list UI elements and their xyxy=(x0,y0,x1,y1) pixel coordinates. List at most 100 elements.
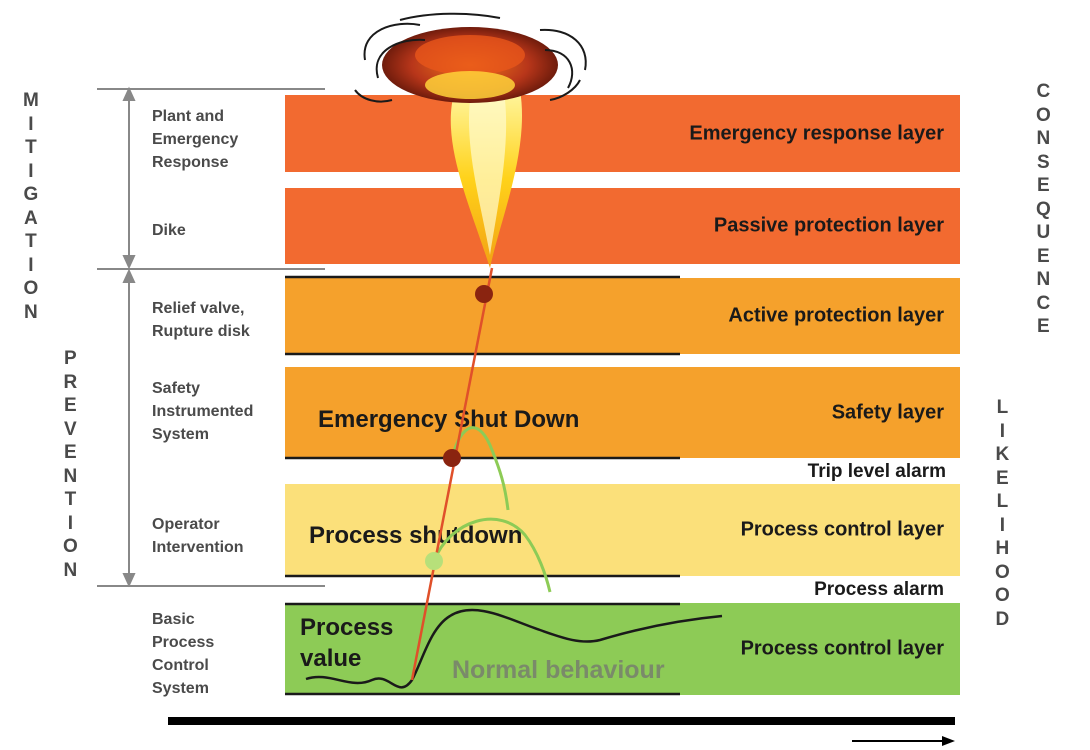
vertical-letter: I xyxy=(28,160,34,182)
vertical-letter: E xyxy=(1037,316,1050,337)
vertical-letter: E xyxy=(1037,175,1050,196)
label-sis: Safety Instrumented System xyxy=(152,377,287,446)
label-operator-intervention: Operator Intervention xyxy=(152,513,287,559)
vertical-letter: M xyxy=(23,90,39,111)
vertical-letter: I xyxy=(999,514,1006,536)
band-active-protection: Active protection layer xyxy=(285,278,960,354)
band-label: Active protection layer xyxy=(728,304,944,327)
esd-recovery-curve xyxy=(450,426,510,511)
vertical-letter: U xyxy=(1036,222,1051,243)
fireball-core xyxy=(415,35,525,75)
vertical-letter: T xyxy=(64,489,77,510)
vertical-letter: H xyxy=(995,538,1010,559)
vertical-letter: I xyxy=(28,254,34,276)
label-line: Process xyxy=(152,634,215,651)
vertical-letter: R xyxy=(63,371,78,393)
vertical-letter: L xyxy=(996,397,1009,418)
label-line: Plant and xyxy=(152,108,225,125)
process-shutdown-point xyxy=(425,552,443,570)
arrow-head xyxy=(122,268,136,283)
band-label: Safety layer xyxy=(831,401,944,423)
vertical-letter: G xyxy=(23,184,39,205)
flame-core xyxy=(469,100,507,255)
vertical-letter: A xyxy=(24,207,38,229)
vertical-letter: O xyxy=(995,585,1010,606)
vertical-letter: V xyxy=(64,418,77,440)
band-process-control-lower: Process control layer xyxy=(285,603,960,695)
vertical-letter: C xyxy=(1036,292,1051,314)
vertical-letter: D xyxy=(995,608,1010,630)
vertical-letter: N xyxy=(24,301,38,323)
escalation-line xyxy=(410,267,494,681)
arrow-head xyxy=(122,573,136,588)
label-line: Control xyxy=(152,657,209,674)
label-line: Basic xyxy=(152,611,195,628)
emergency-shut-down-text: Emergency Shut Down xyxy=(318,406,580,433)
process-alarm-label: Process alarm xyxy=(814,579,944,600)
label-line: Rupture disk xyxy=(152,323,250,340)
band-label: Passive protection layer xyxy=(713,214,944,237)
band-label: Process control layer xyxy=(740,518,944,541)
label-line: Response xyxy=(152,154,229,171)
explosion-graphic xyxy=(354,12,587,268)
process-shutdown-text: Process shutdown xyxy=(309,522,523,549)
label-line: System xyxy=(152,426,209,443)
process-value-line1: Process xyxy=(300,614,394,641)
vertical-letter: E xyxy=(996,467,1009,489)
label-bpcs: Basic Process Control System xyxy=(152,608,287,700)
band-dividers xyxy=(285,275,680,696)
label-line: Operator xyxy=(152,516,220,533)
band-emergency-response: Emergency response layer xyxy=(285,95,960,172)
vertical-letter: E xyxy=(1037,245,1050,267)
process-value-text: Process value xyxy=(300,612,393,674)
vertical-letter: O xyxy=(23,278,39,299)
vertical-letter: N xyxy=(1036,128,1051,149)
process-value-line2: value xyxy=(300,645,362,672)
label-line: Safety xyxy=(152,380,201,397)
brackets xyxy=(97,86,325,588)
vertical-letter: E xyxy=(64,395,77,416)
smoke-swirls xyxy=(354,12,587,103)
band-process-control-upper: Process control layer xyxy=(285,484,960,576)
arrow-head xyxy=(122,255,136,270)
normal-behaviour-text: Normal behaviour xyxy=(452,656,665,684)
vertical-letter: E xyxy=(64,442,77,463)
vertical-letter: P xyxy=(64,348,77,369)
vertical-letter: L xyxy=(996,491,1009,512)
process-value-curve xyxy=(305,608,723,689)
vertical-letter: T xyxy=(25,137,37,158)
vertical-letter: Q xyxy=(1036,198,1051,220)
trip-level-alarm-label: Trip level alarm xyxy=(807,461,946,482)
vertical-letter: O xyxy=(63,536,78,557)
label-line: Relief valve, xyxy=(152,300,245,317)
band-safety: Safety layer xyxy=(285,367,960,458)
label-line: System xyxy=(152,680,209,697)
vertical-letter: O xyxy=(995,561,1010,583)
esd-point xyxy=(443,449,461,467)
vertical-letter: S xyxy=(1037,151,1050,173)
arrow-head xyxy=(122,86,136,101)
label-line: Emergency xyxy=(152,131,239,148)
vertical-letter: N xyxy=(1036,269,1051,290)
vertical-letter: C xyxy=(1036,81,1051,102)
band-label: Emergency response layer xyxy=(689,122,944,144)
label-line: Intervention xyxy=(152,539,244,556)
label-dike: Dike xyxy=(152,222,186,239)
vertical-letter: I xyxy=(999,420,1006,442)
vertical-letter: O xyxy=(1036,104,1051,126)
vertical-letter: T xyxy=(25,231,37,252)
time-arrow-head xyxy=(942,736,955,746)
shutdown-recovery-curve xyxy=(432,517,552,593)
vertical-letter: N xyxy=(63,465,78,487)
relief-point xyxy=(475,285,493,303)
label-relief-valve: Relief valve, Rupture disk xyxy=(152,297,287,343)
band-passive-protection: Passive protection layer xyxy=(285,188,960,264)
vertical-letter: N xyxy=(63,559,78,581)
vertical-letter: I xyxy=(28,113,34,135)
band-label: Process control layer xyxy=(740,637,944,660)
